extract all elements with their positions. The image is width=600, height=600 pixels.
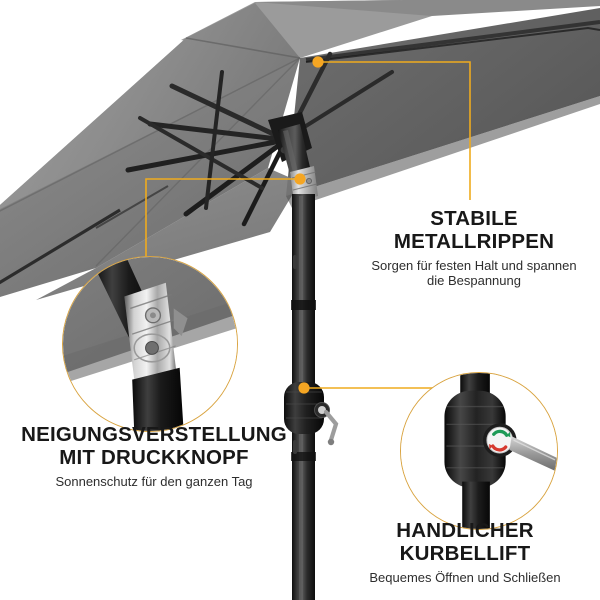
curved-arrow-open-icon [492, 429, 509, 437]
marker-dot-ribs [312, 56, 324, 68]
marker-dot-tilt [294, 173, 306, 185]
callout-ribs: STABILE METALLRIPPEN Sorgen für festen H… [352, 207, 596, 289]
callout-crank-title: HANDLICHER KURBELLIFT [396, 519, 534, 565]
callout-crank-subtitle: Bequemes Öffnen und Schließen [369, 569, 561, 585]
upper-pole-segment [278, 124, 312, 182]
zoom-image-tilt-joint [63, 257, 237, 431]
callout-tilt: NEIGUNGSVERSTELLUNG MIT DRUCKKNOPF Sonne… [8, 423, 300, 489]
zoom-circle-crank [400, 372, 558, 530]
zoom-circle-tilt [62, 256, 238, 432]
leader-line-ribs [318, 61, 471, 200]
curved-arrow-close-icon [491, 444, 508, 452]
zoom-image-crank-lift [401, 373, 557, 529]
marker-dot-crank [298, 382, 310, 394]
crank-lift-housing [284, 382, 339, 446]
callout-ribs-subtitle: Sorgen für festen Halt und spannen die B… [371, 257, 577, 289]
callout-ribs-title: STABILE METALLRIPPEN [393, 207, 555, 253]
callout-tilt-title: NEIGUNGSVERSTELLUNG MIT DRUCKKNOPF [21, 423, 287, 469]
callout-crank: HANDLICHER KURBELLIFT Bequemes Öffnen un… [332, 519, 598, 585]
callout-tilt-subtitle: Sonnenschutz für den ganzen Tag [55, 473, 253, 489]
leader-line-tilt [145, 178, 300, 258]
